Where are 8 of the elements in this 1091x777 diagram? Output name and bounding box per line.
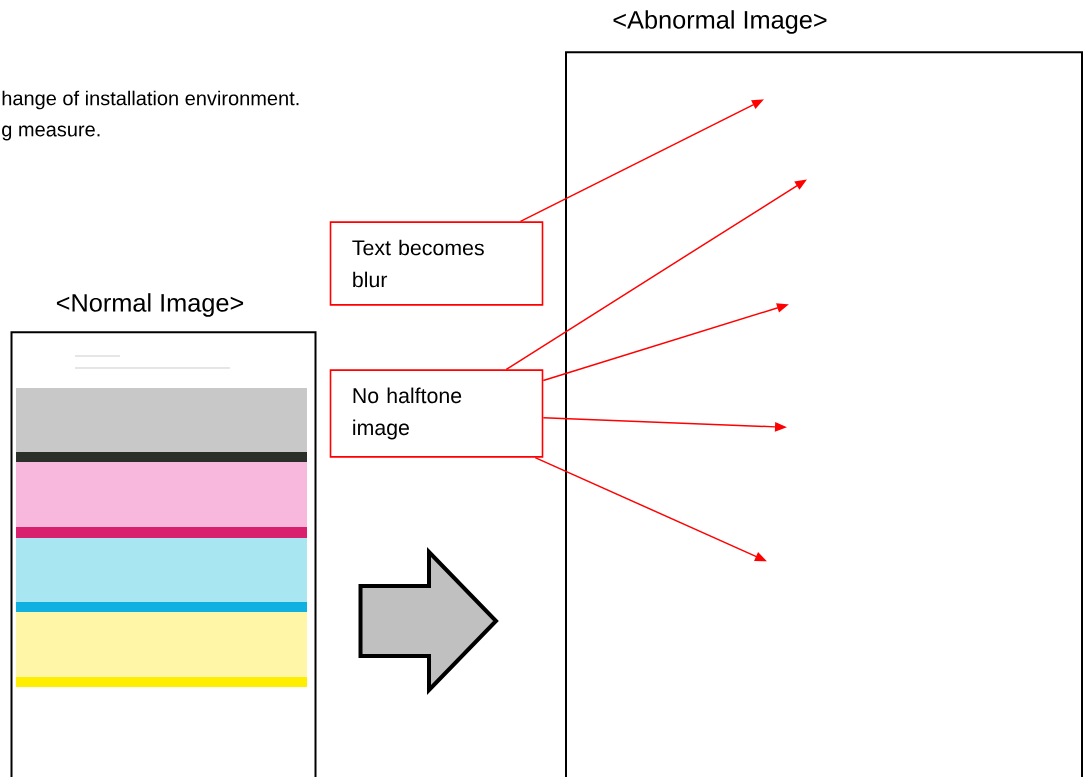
- image-heading: <Normal Image>: [56, 293, 244, 317]
- note-text: g measure.: [2, 125, 100, 141]
- callout-box: No halftone image: [329, 369, 544, 458]
- callout-box: Text becomes blur: [329, 221, 544, 306]
- note-text: hange of installation environment.: [2, 90, 299, 110]
- arrow: [505, 179, 807, 371]
- image-heading: <Abnormal Image>: [613, 10, 827, 34]
- block-arrow: [358, 547, 499, 695]
